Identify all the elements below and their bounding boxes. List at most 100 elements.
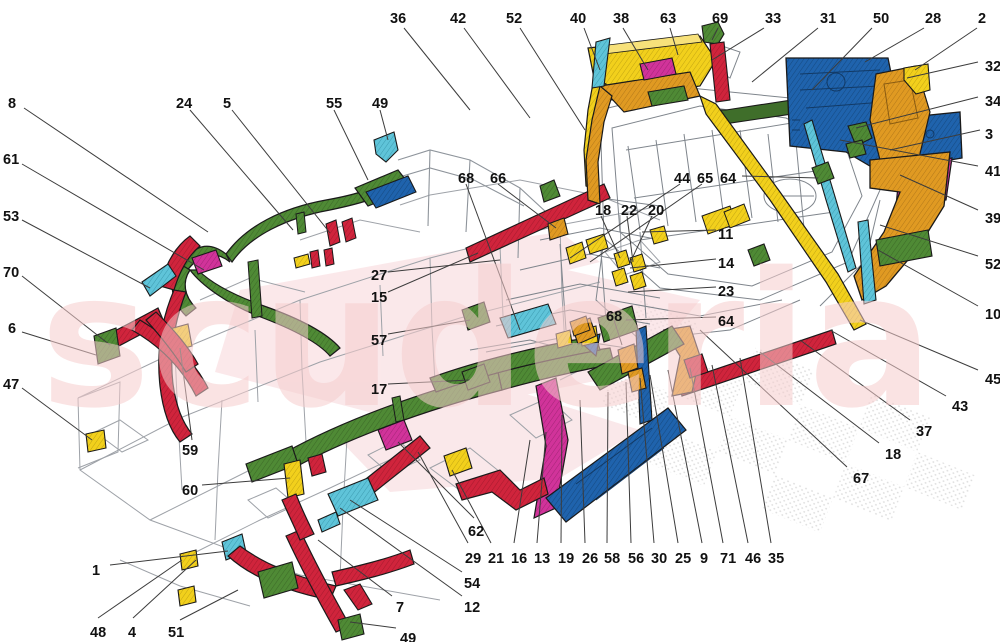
- callout-number-11[interactable]: 11: [718, 227, 734, 243]
- callout-number-30[interactable]: 30: [651, 551, 668, 567]
- callout-number-62[interactable]: 62: [468, 524, 485, 540]
- callout-number-57[interactable]: 57: [371, 333, 388, 349]
- leader-line-6: [21, 331, 97, 356]
- callout-number-67[interactable]: 67: [853, 471, 870, 487]
- part-green-node-63: [647, 85, 689, 107]
- callout-number-23[interactable]: 23: [718, 284, 735, 300]
- callout-number-36[interactable]: 36: [390, 11, 407, 27]
- callout-number-37[interactable]: 37: [916, 424, 933, 440]
- callout-number-16[interactable]: 16: [511, 551, 528, 567]
- callout-number-29[interactable]: 29: [465, 551, 482, 567]
- part-yellow-corner-21: [443, 447, 473, 477]
- callout-number-25[interactable]: 25: [675, 551, 692, 567]
- callout-number-33[interactable]: 33: [765, 11, 782, 27]
- callout-number-10[interactable]: 10: [985, 307, 1000, 323]
- callout-number-9[interactable]: 9: [700, 551, 709, 567]
- part-red-lower-cross-frame: [227, 493, 415, 633]
- callout-number-41[interactable]: 41: [985, 164, 1000, 180]
- callout-number-43[interactable]: 43: [952, 399, 969, 415]
- leader-line-27: [387, 259, 501, 273]
- part-purple-clip-24: [191, 249, 223, 275]
- callout-number-7[interactable]: 7: [396, 600, 405, 616]
- callout-number-27[interactable]: 27: [371, 268, 388, 284]
- callout-number-42[interactable]: 42: [450, 11, 467, 27]
- leader-line-69: [711, 27, 719, 41]
- callout-number-56[interactable]: 56: [628, 551, 645, 567]
- leader-line-59: [179, 347, 193, 441]
- part-green-node-34b: [845, 139, 867, 159]
- callout-number-47[interactable]: 47: [3, 377, 20, 393]
- callout-number-40[interactable]: 40: [570, 11, 587, 27]
- callout-number-1[interactable]: 1: [92, 563, 101, 579]
- part-orange-clip-25: [627, 367, 647, 393]
- callout-number-26[interactable]: 26: [582, 551, 599, 567]
- callout-number-71[interactable]: 71: [720, 551, 737, 567]
- callout-number-13[interactable]: 13: [534, 551, 551, 567]
- part-cyan-bracket-49: [373, 131, 399, 163]
- callout-number-53[interactable]: 53: [3, 209, 20, 225]
- callout-number-39[interactable]: 39: [985, 211, 1000, 227]
- part-red-clip-29: [307, 453, 327, 477]
- callout-number-70[interactable]: 70: [3, 265, 20, 281]
- leader-line-17: [387, 379, 471, 385]
- callout-number-44[interactable]: 44: [674, 171, 691, 187]
- callout-number-58[interactable]: 58: [604, 551, 621, 567]
- callout-number-18[interactable]: 18: [885, 447, 902, 463]
- callout-number-50[interactable]: 50: [873, 11, 890, 27]
- part-orange-clip-30: [617, 343, 639, 375]
- callout-number-35[interactable]: 35: [768, 551, 785, 567]
- callout-number-54[interactable]: 54: [464, 576, 481, 592]
- callout-number-4[interactable]: 4: [128, 625, 137, 641]
- callout-number-49[interactable]: 49: [372, 96, 389, 112]
- callout-number-38[interactable]: 38: [613, 11, 630, 27]
- callout-number-18[interactable]: 18: [595, 203, 612, 219]
- callout-number-12[interactable]: 12: [464, 600, 481, 616]
- callout-number-51[interactable]: 51: [168, 625, 185, 641]
- callout-number-17[interactable]: 17: [371, 382, 388, 398]
- part-yellow-17: [461, 363, 491, 391]
- callout-number-3[interactable]: 3: [985, 127, 994, 143]
- callout-number-64[interactable]: 64: [718, 314, 735, 330]
- leader-line-5: [231, 109, 331, 234]
- callout-number-15[interactable]: 15: [371, 290, 388, 306]
- callout-number-20[interactable]: 20: [648, 203, 665, 219]
- callout-number-28[interactable]: 28: [925, 11, 942, 27]
- leader-line-7: [317, 539, 393, 597]
- callout-number-14[interactable]: 14: [718, 256, 735, 272]
- callout-number-65[interactable]: 65: [697, 171, 714, 187]
- callout-number-6[interactable]: 6: [8, 321, 17, 337]
- callout-number-69[interactable]: 69: [712, 11, 729, 27]
- part-green-node-64b: [747, 243, 771, 267]
- part-cyan-plate-68: [499, 303, 557, 339]
- callout-number-60[interactable]: 60: [182, 483, 199, 499]
- callout-number-55[interactable]: 55: [326, 96, 343, 112]
- callout-number-22[interactable]: 22: [621, 203, 638, 219]
- leader-line-9: [667, 369, 703, 544]
- callout-number-24[interactable]: 24: [176, 96, 193, 112]
- callout-number-19[interactable]: 19: [558, 551, 575, 567]
- callout-number-21[interactable]: 21: [488, 551, 505, 567]
- callout-number-5[interactable]: 5: [223, 96, 232, 112]
- callout-number-2[interactable]: 2: [978, 11, 987, 27]
- callout-number-68[interactable]: 68: [606, 309, 623, 325]
- callout-number-52[interactable]: 52: [506, 11, 523, 27]
- callout-number-63[interactable]: 63: [660, 11, 677, 27]
- callout-number-66[interactable]: 66: [490, 171, 507, 187]
- callout-number-8[interactable]: 8: [8, 96, 17, 112]
- leader-line-49: [349, 621, 397, 629]
- callout-number-46[interactable]: 46: [745, 551, 762, 567]
- callout-number-31[interactable]: 31: [820, 11, 837, 27]
- part-red-sill-rail-left: [10, 212, 132, 228]
- callout-number-64[interactable]: 64: [720, 171, 737, 187]
- callout-number-32[interactable]: 32: [985, 59, 1000, 75]
- callout-number-49[interactable]: 49: [400, 631, 417, 642]
- callout-number-68[interactable]: 68: [458, 171, 475, 187]
- callout-number-61[interactable]: 61: [3, 152, 20, 168]
- callout-number-48[interactable]: 48: [90, 625, 107, 641]
- callout-number-59[interactable]: 59: [182, 443, 199, 459]
- leader-line-53: [21, 219, 151, 289]
- callout-number-34[interactable]: 34: [985, 94, 1000, 110]
- callout-number-52[interactable]: 52: [985, 257, 1000, 273]
- callout-number-45[interactable]: 45: [985, 372, 1000, 388]
